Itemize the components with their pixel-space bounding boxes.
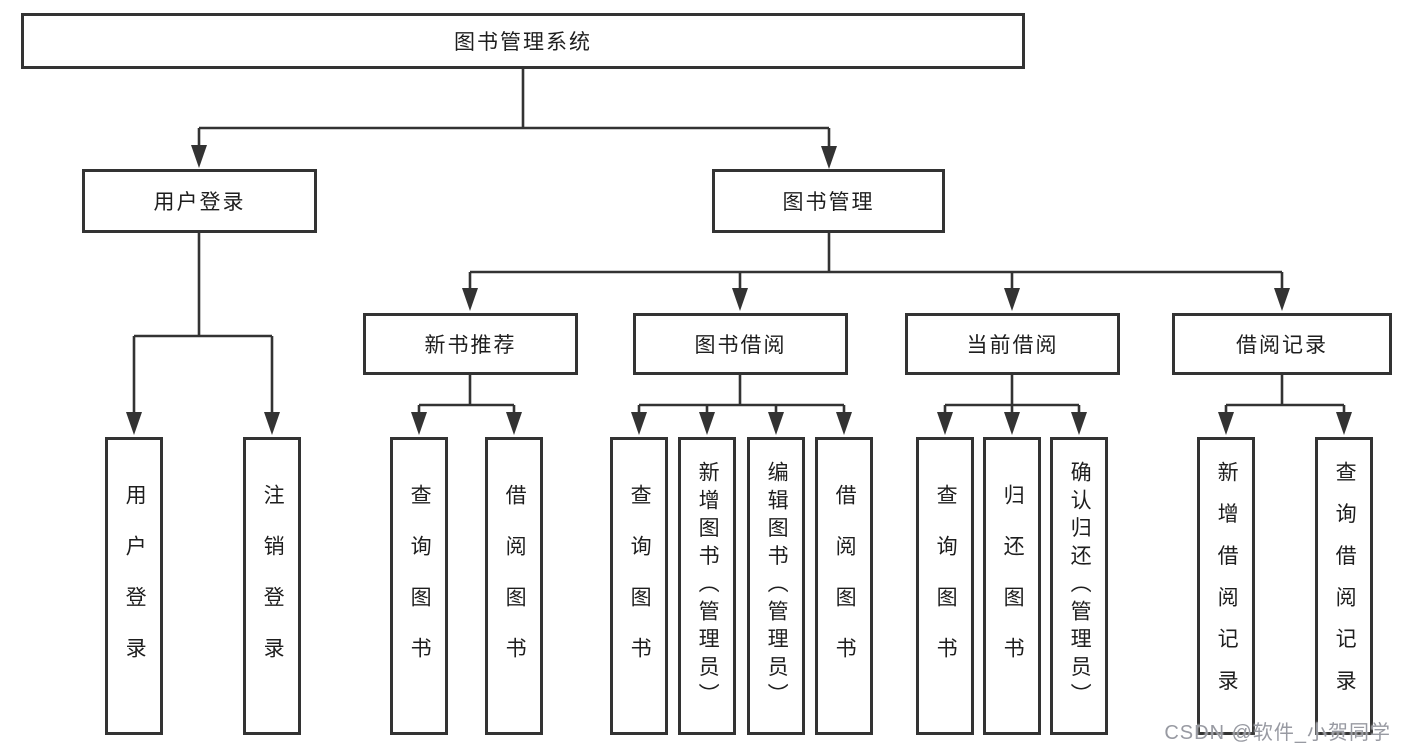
leaf-recommend-query-books-label: 查询图书	[408, 484, 432, 688]
leaf-current-confirm-return-admin: 确认归还（管理员）	[1050, 437, 1108, 735]
leaf-user-login-label: 用户登录	[123, 484, 147, 688]
node-user-login-label: 用户登录	[153, 191, 246, 214]
leaf-current-confirm-return-admin-label: 确认归还（管理员）	[1068, 461, 1092, 711]
node-user-login: 用户登录	[82, 169, 317, 233]
watermark: CSDN @软件_小贺同学	[1164, 722, 1391, 744]
leaf-records-query-record: 查询借阅记录	[1315, 437, 1373, 735]
leaf-records-add-record-label: 新增借阅记录	[1215, 461, 1239, 711]
leaf-records-add-record: 新增借阅记录	[1197, 437, 1255, 735]
node-book-borrow: 图书借阅	[633, 313, 848, 375]
node-new-book-recommend-label: 新书推荐	[424, 334, 517, 357]
leaf-current-query-books-label: 查询图书	[934, 484, 958, 688]
node-current-borrow-label: 当前借阅	[966, 334, 1059, 357]
node-book-management-label: 图书管理	[782, 191, 875, 214]
leaf-user-login: 用户登录	[105, 437, 163, 735]
leaf-current-return-books-label: 归还图书	[1001, 484, 1025, 688]
node-root: 图书管理系统	[21, 13, 1025, 69]
node-current-borrow: 当前借阅	[905, 313, 1120, 375]
leaf-records-query-record-label: 查询借阅记录	[1333, 461, 1357, 711]
leaf-current-return-books: 归还图书	[983, 437, 1041, 735]
node-borrow-records-label: 借阅记录	[1236, 334, 1328, 357]
leaf-logout-login-label: 注销登录	[261, 484, 285, 688]
leaf-current-query-books: 查询图书	[916, 437, 974, 735]
leaf-logout-login: 注销登录	[243, 437, 301, 735]
leaf-recommend-borrow-books-label: 借阅图书	[503, 484, 527, 688]
leaf-borrow-add-books-admin: 新增图书（管理员）	[678, 437, 736, 735]
leaf-borrow-add-books-admin-label: 新增图书（管理员）	[696, 461, 720, 711]
node-book-borrow-label: 图书借阅	[694, 334, 787, 357]
leaf-recommend-query-books: 查询图书	[390, 437, 448, 735]
leaf-borrow-query-books: 查询图书	[610, 437, 668, 735]
leaf-borrow-query-books-label: 查询图书	[628, 484, 652, 688]
leaf-borrow-edit-books-admin: 编辑图书（管理员）	[747, 437, 805, 735]
node-root-label: 图书管理系统	[454, 31, 592, 54]
node-book-management: 图书管理	[712, 169, 945, 233]
leaf-recommend-borrow-books: 借阅图书	[485, 437, 543, 735]
leaf-borrow-edit-books-admin-label: 编辑图书（管理员）	[765, 461, 789, 711]
node-new-book-recommend: 新书推荐	[363, 313, 578, 375]
node-borrow-records: 借阅记录	[1172, 313, 1392, 375]
leaf-borrow-borrow-books-label: 借阅图书	[833, 484, 857, 688]
leaf-borrow-borrow-books: 借阅图书	[815, 437, 873, 735]
